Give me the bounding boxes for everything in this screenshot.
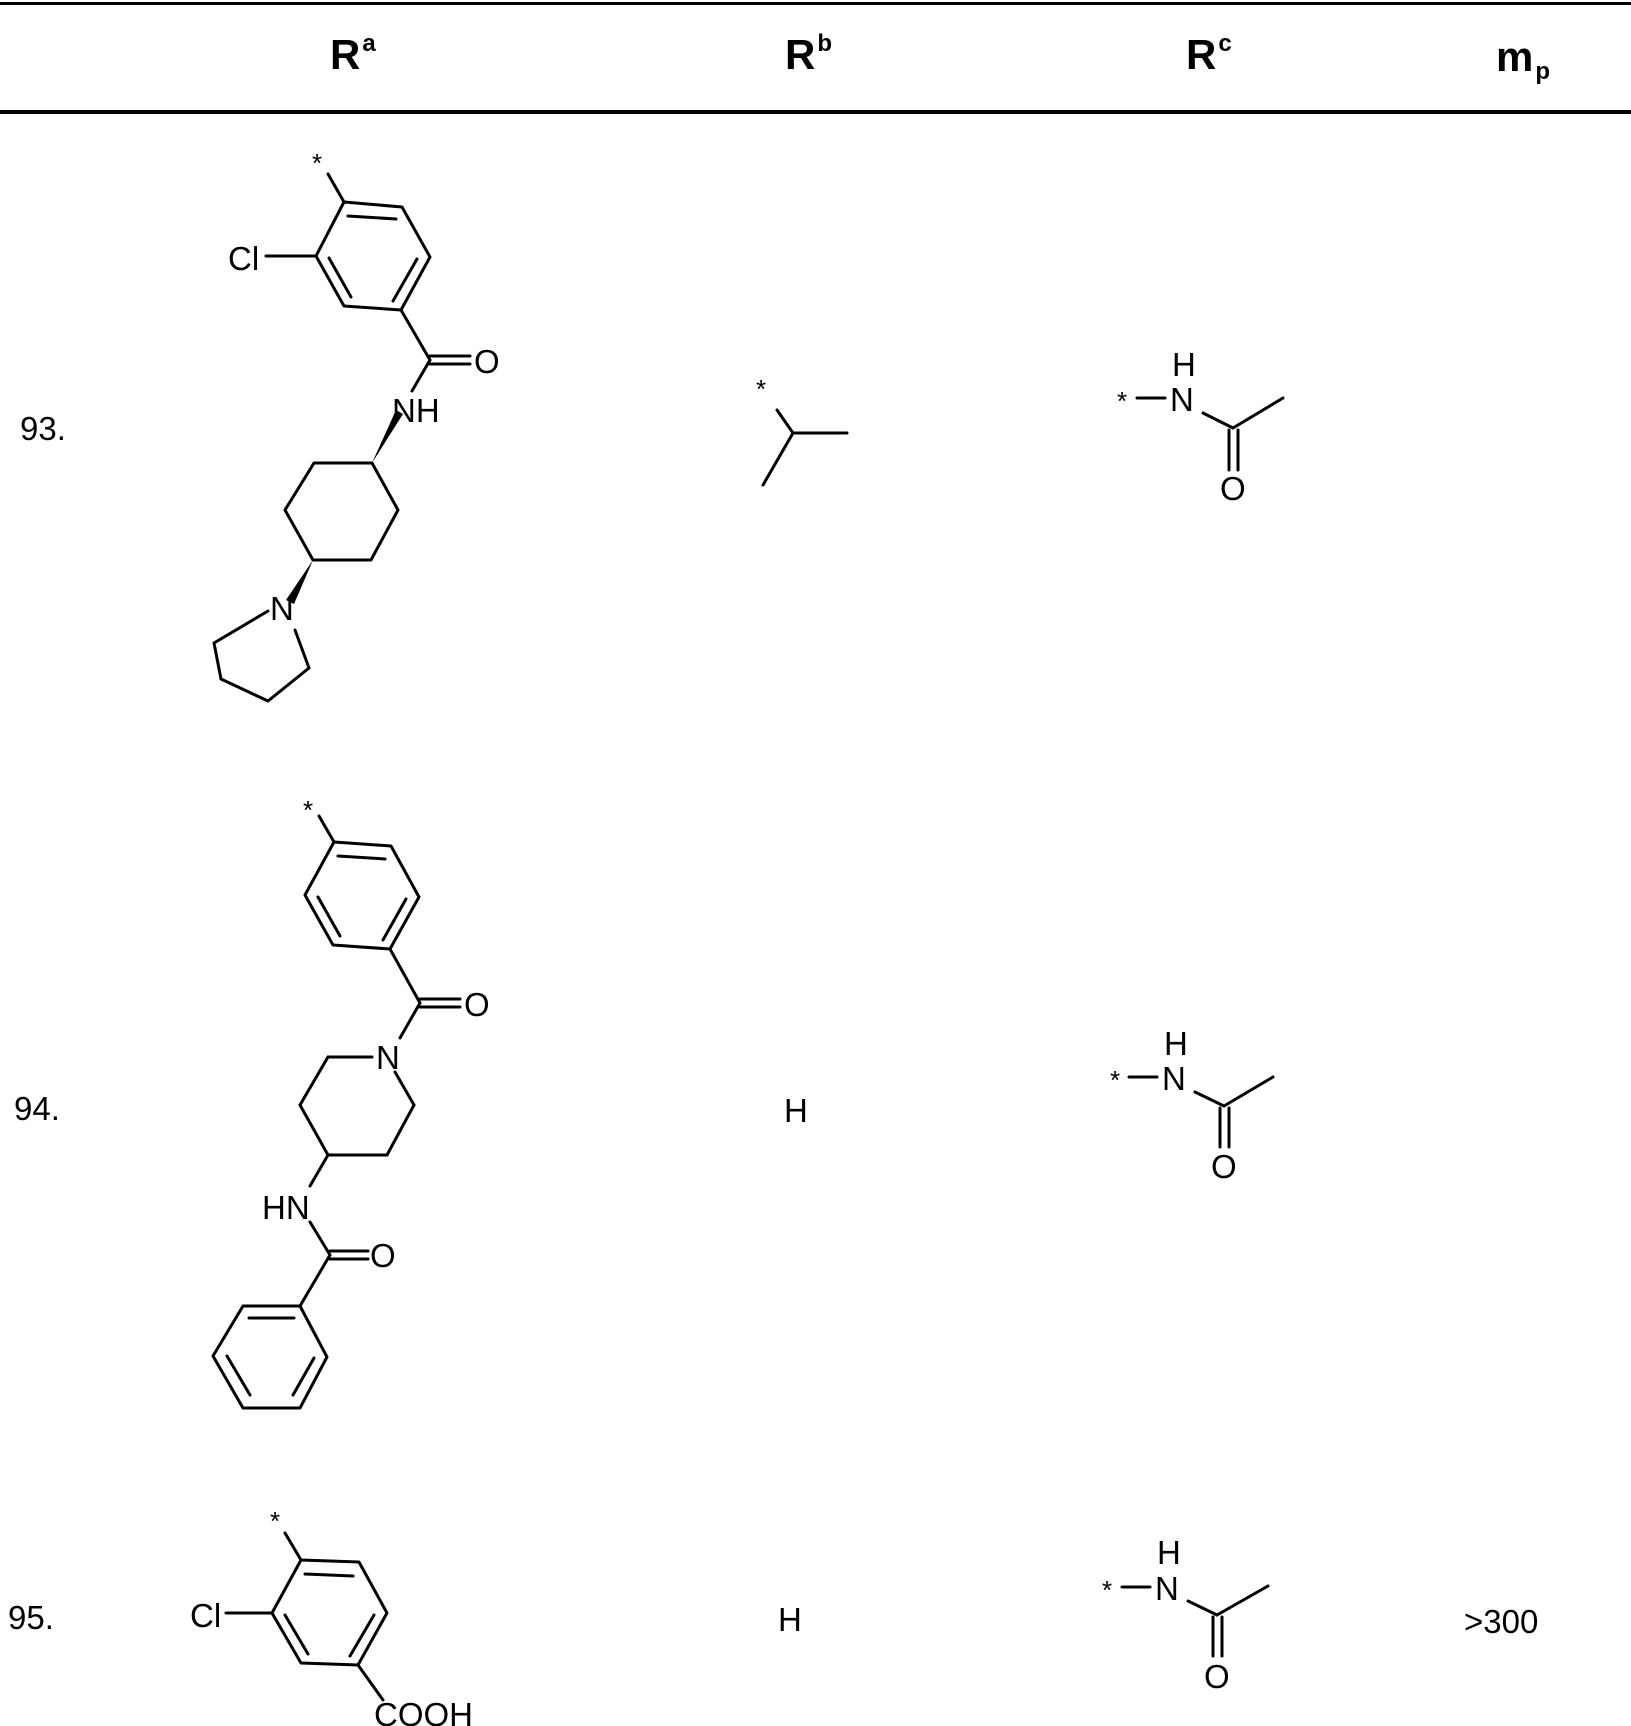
row-93-rb-attach: * xyxy=(756,374,766,404)
row-93-ra-structure: * Cl O NH N xyxy=(214,148,500,701)
row-95-rc-o: O xyxy=(1204,1658,1230,1695)
row-94-rc-structure: * H N O xyxy=(1110,1025,1273,1185)
row-93-ra-attach: * xyxy=(312,148,322,178)
row-95-rc-h: H xyxy=(1157,1534,1181,1571)
row-93-ra-chloro: Cl xyxy=(228,240,259,277)
row-93-ra-amide-nh: NH xyxy=(392,392,440,429)
row-95-rc-structure: * H N O xyxy=(1102,1534,1268,1695)
row-95-ra-acid: COOH xyxy=(374,1696,473,1726)
row-94-ra-amide-hn: HN xyxy=(262,1189,310,1226)
row-94-ra-ring-n: N xyxy=(376,1039,400,1076)
row-93-rc-h: H xyxy=(1172,346,1196,383)
row-93-rc-o: O xyxy=(1220,470,1246,507)
row-95-rc-attach: * xyxy=(1102,1575,1112,1605)
row-95-ra-chloro: Cl xyxy=(190,1597,221,1634)
row-94-rc-h: H xyxy=(1164,1025,1188,1062)
row-94-ra-structure: * O N HN O xyxy=(213,795,490,1408)
row-93-rb-structure: * xyxy=(756,374,847,485)
row-94-rc-n: N xyxy=(1162,1060,1186,1097)
row-93-rc-attach: * xyxy=(1117,386,1127,416)
row-93-ra-oxo: O xyxy=(474,343,500,380)
row-93-ra-amine-n: N xyxy=(270,590,294,627)
row-95-ra-structure: * Cl COOH xyxy=(190,1506,473,1726)
row-94-ra-oxo: O xyxy=(464,986,490,1023)
row-94-rc-o: O xyxy=(1211,1148,1237,1185)
row-95-ra-attach: * xyxy=(270,1506,280,1536)
row-93-rc-structure: * H N O xyxy=(1117,346,1283,507)
row-93-rc-n: N xyxy=(1170,381,1194,418)
row-94-ra-attach: * xyxy=(303,795,313,825)
row-94-rc-attach: * xyxy=(1110,1065,1120,1095)
row-94-ra-oxo2: O xyxy=(370,1237,396,1274)
row-95-rc-n: N xyxy=(1155,1570,1179,1607)
